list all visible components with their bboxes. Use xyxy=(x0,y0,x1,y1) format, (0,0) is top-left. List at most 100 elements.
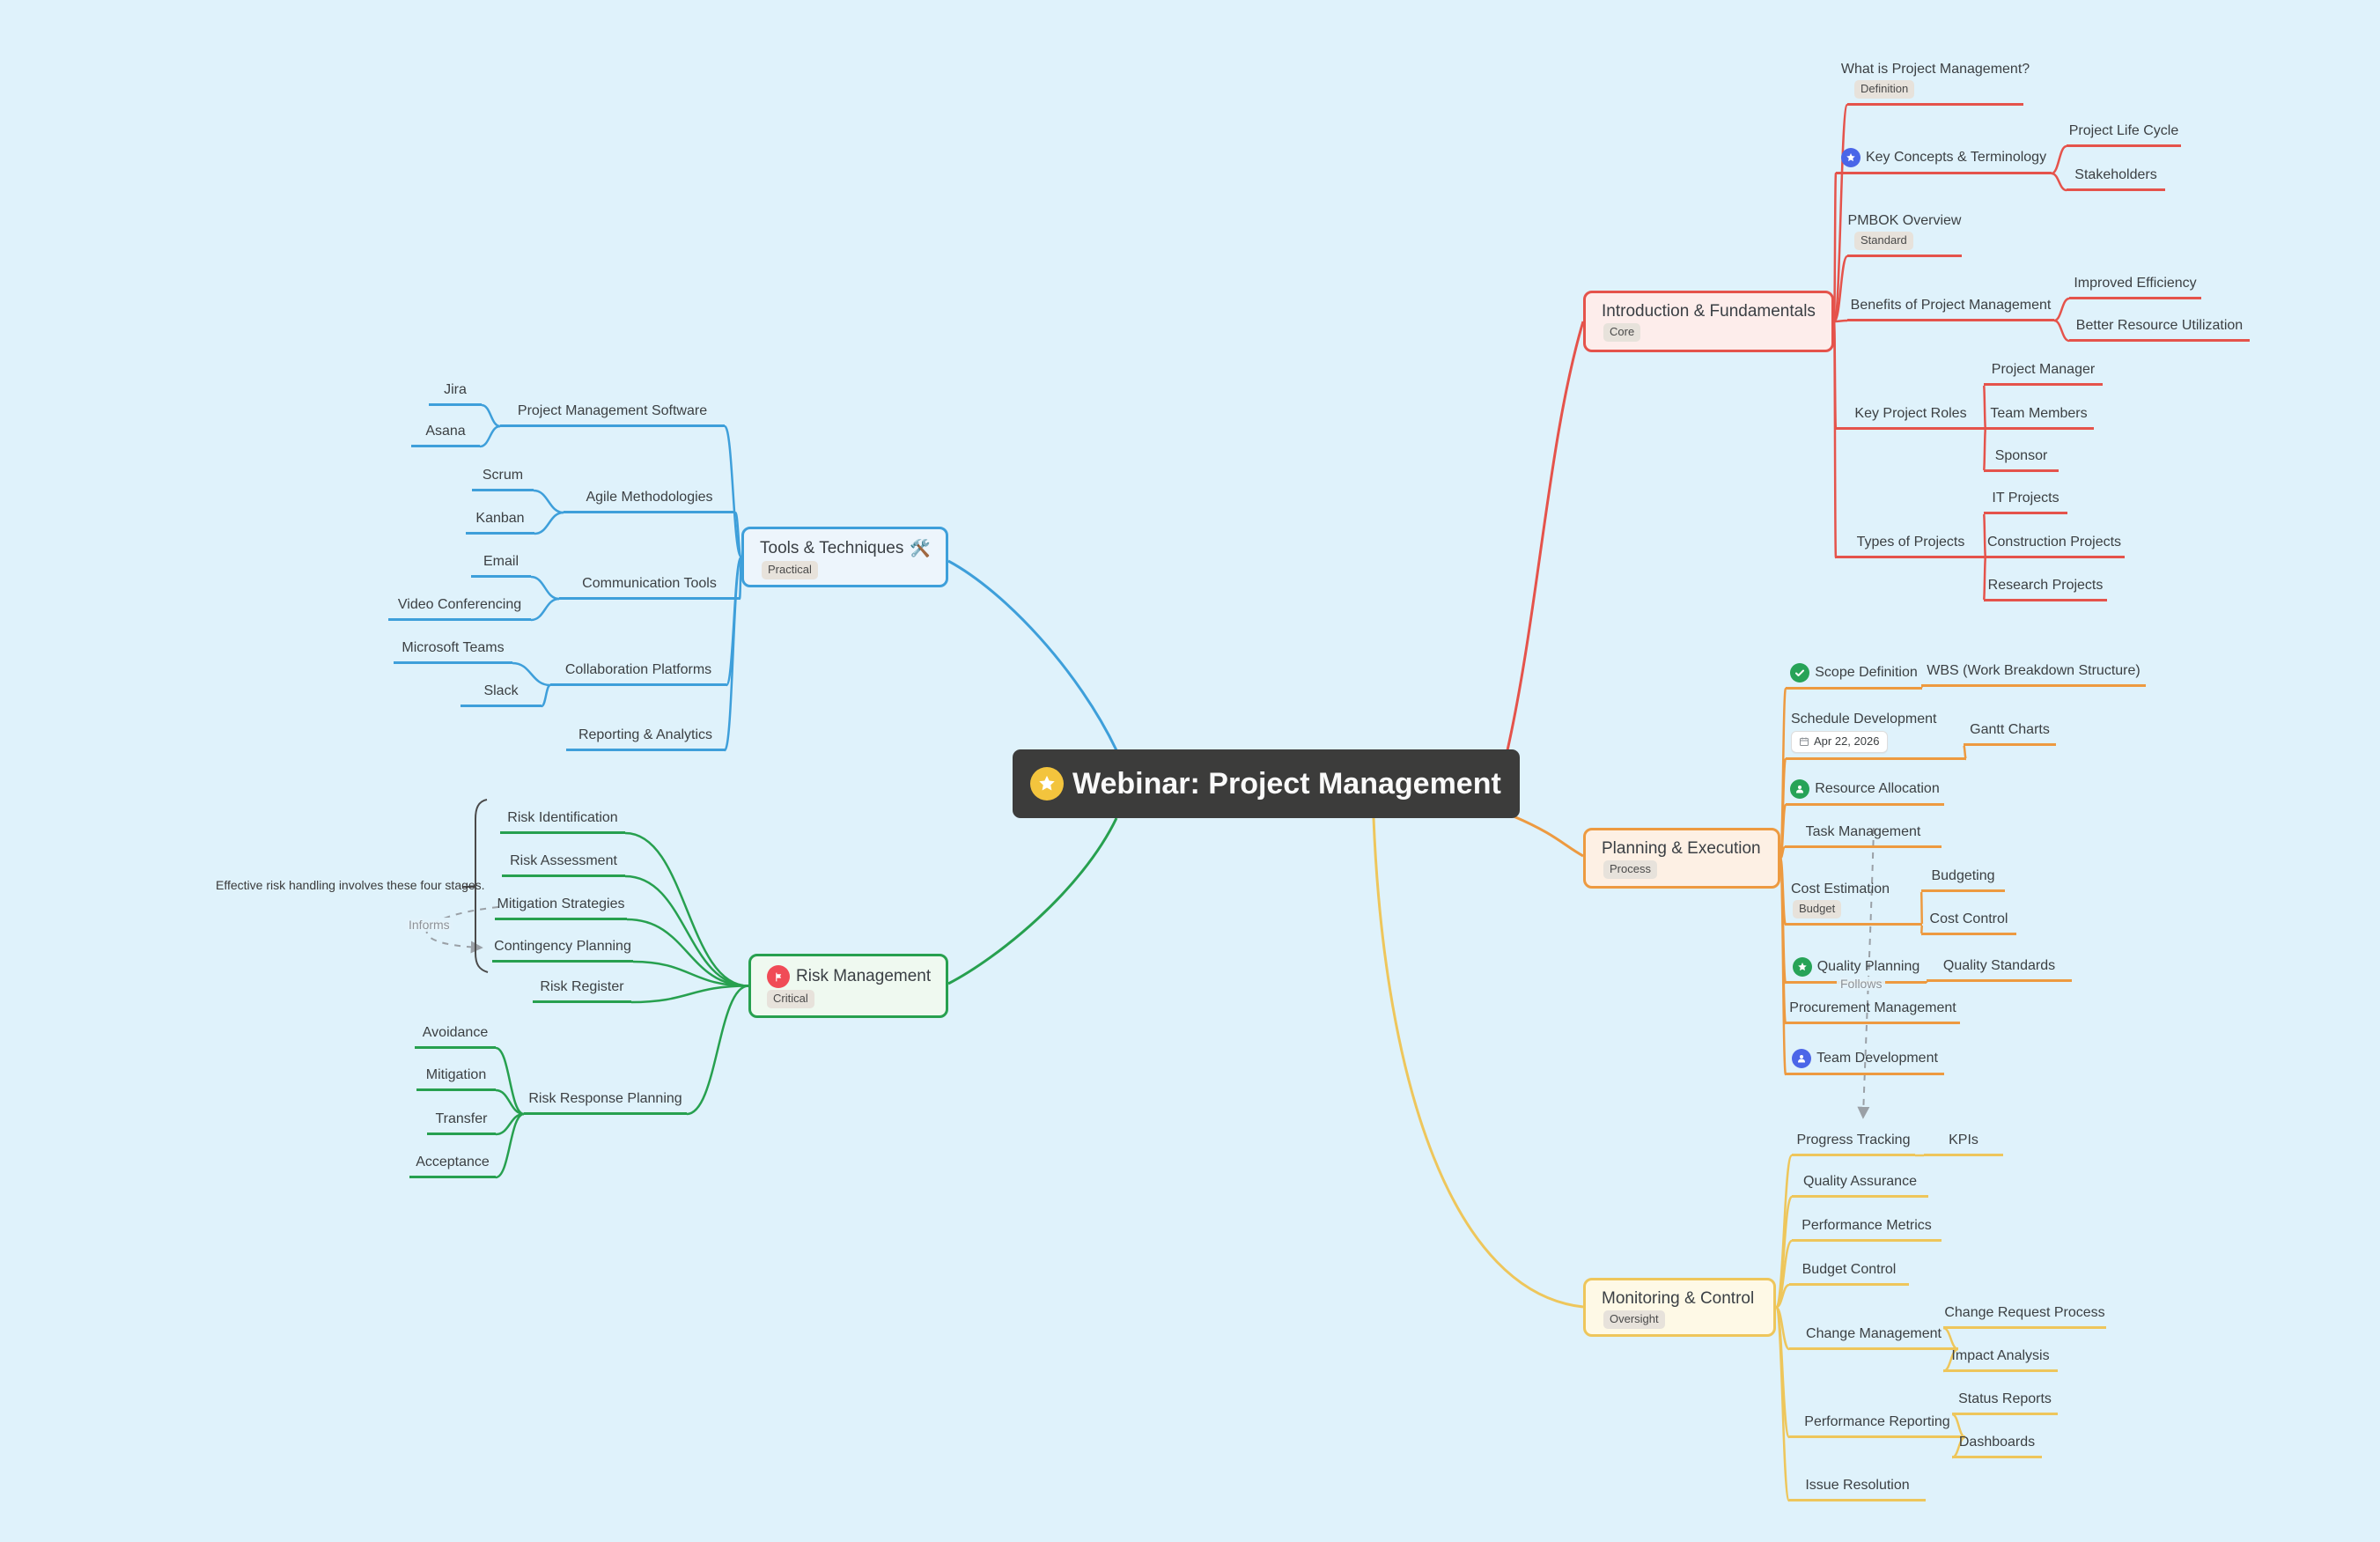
node-monitoring-control[interactable]: Monitoring & Control Oversight xyxy=(1583,1278,1776,1337)
node-risk-management[interactable]: Risk Management Critical xyxy=(748,954,948,1018)
node-contingency-planning[interactable]: Contingency Planning xyxy=(492,936,633,963)
node-change-request-process[interactable]: Change Request Process xyxy=(1943,1302,2106,1329)
node-types-of-projects[interactable]: Types of Projects xyxy=(1836,532,1986,558)
node-planning-execution[interactable]: Planning & Execution Process xyxy=(1583,828,1780,889)
node-budget-control[interactable]: Budget Control xyxy=(1789,1259,1909,1286)
node-asana[interactable]: Asana xyxy=(411,421,480,447)
node-risk-assessment[interactable]: Risk Assessment xyxy=(502,851,625,877)
node-gantt-charts[interactable]: Gantt Charts xyxy=(1964,719,2056,746)
node-risk-response-planning[interactable]: Risk Response Planning xyxy=(524,1088,687,1115)
star-badge-icon xyxy=(1840,148,1861,167)
node-avoidance[interactable]: Avoidance xyxy=(415,1022,496,1049)
node-wbs[interactable]: WBS (Work Breakdown Structure) xyxy=(1921,660,2146,687)
node-performance-metrics[interactable]: Performance Metrics xyxy=(1792,1215,1942,1242)
node-badge: Standard xyxy=(1854,232,1913,250)
node-procurement-management[interactable]: Procurement Management xyxy=(1786,998,1960,1024)
node-it-projects[interactable]: IT Projects xyxy=(1984,488,2067,514)
node-microsoft-teams[interactable]: Microsoft Teams xyxy=(394,638,512,664)
node-label: Mitigation Strategies xyxy=(497,896,625,911)
node-progress-tracking[interactable]: Progress Tracking xyxy=(1792,1130,1915,1156)
node-label: Avoidance xyxy=(422,1025,489,1040)
node-key-concepts-terminology[interactable]: Key Concepts & Terminology xyxy=(1836,146,2052,174)
node-task-management[interactable]: Task Management xyxy=(1785,822,1942,848)
node-label: Asana xyxy=(425,424,466,439)
node-communication-tools[interactable]: Communication Tools xyxy=(559,573,740,600)
node-stakeholders[interactable]: Stakeholders xyxy=(2067,165,2165,191)
node-cost-control[interactable]: Cost Control xyxy=(1921,909,2016,935)
node-mitigation[interactable]: Mitigation xyxy=(416,1065,496,1091)
flag-icon xyxy=(767,965,790,988)
node-scrum[interactable]: Scrum xyxy=(472,465,534,491)
node-label: KPIs xyxy=(1949,1133,1978,1147)
node-slack[interactable]: Slack xyxy=(461,681,542,707)
node-project-life-cycle[interactable]: Project Life Cycle xyxy=(2067,121,2181,147)
node-team-development[interactable]: Team Development xyxy=(1786,1047,1944,1075)
node-label: Construction Projects xyxy=(1986,535,2122,550)
node-research-projects[interactable]: Research Projects xyxy=(1984,575,2107,601)
node-label: Acceptance xyxy=(416,1155,490,1169)
node-project-management-software[interactable]: Project Management Software xyxy=(500,401,725,427)
node-label: Budget Control xyxy=(1802,1262,1897,1277)
node-better-resource-utilization[interactable]: Better Resource Utilization xyxy=(2069,315,2250,342)
star-icon xyxy=(1030,767,1064,801)
node-project-manager[interactable]: Project Manager xyxy=(1984,359,2103,386)
node-mitigation-strategies[interactable]: Mitigation Strategies xyxy=(495,894,627,920)
node-label: Progress Tracking xyxy=(1796,1133,1911,1147)
node-label: Scope Definition xyxy=(1815,665,1918,680)
node-video-conferencing[interactable]: Video Conferencing xyxy=(388,594,531,621)
node-email[interactable]: Email xyxy=(471,551,531,578)
node-reporting-analytics[interactable]: Reporting & Analytics xyxy=(566,725,725,751)
node-introduction-fundamentals[interactable]: Introduction & Fundamentals Core xyxy=(1583,291,1834,352)
node-transfer[interactable]: Transfer xyxy=(427,1109,496,1135)
node-kanban[interactable]: Kanban xyxy=(466,508,534,535)
node-benefits-of-project-management[interactable]: Benefits of Project Management xyxy=(1847,295,2054,321)
node-label: Cost Estimation xyxy=(1791,882,1890,896)
node-improved-efficiency[interactable]: Improved Efficiency xyxy=(2069,273,2201,299)
node-label: Project Management Software xyxy=(517,403,708,418)
risk-stages-annotation: Effective risk handling involves these f… xyxy=(216,878,485,892)
node-issue-resolution[interactable]: Issue Resolution xyxy=(1789,1475,1926,1501)
node-collaboration-platforms[interactable]: Collaboration Platforms xyxy=(550,660,726,686)
node-jira[interactable]: Jira xyxy=(429,380,482,406)
node-scope-definition[interactable]: Scope Definition xyxy=(1786,661,1922,690)
node-tools-techniques[interactable]: Tools & Techniques🛠️ Practical xyxy=(741,527,948,587)
node-badge: Definition xyxy=(1854,80,1915,99)
node-resource-allocation[interactable]: Resource Allocation xyxy=(1786,778,1944,806)
node-label: Key Project Roles xyxy=(1854,406,1967,421)
node-risk-register[interactable]: Risk Register xyxy=(533,977,631,1003)
branch-link-risk xyxy=(947,817,1118,985)
node-acceptance[interactable]: Acceptance xyxy=(409,1152,496,1178)
node-label: Collaboration Platforms xyxy=(564,662,712,677)
node-title: Planning & Execution xyxy=(1602,839,1761,858)
person-icon xyxy=(1790,779,1810,799)
node-quality-assurance[interactable]: Quality Assurance xyxy=(1792,1171,1928,1198)
node-label: Change Management xyxy=(1806,1326,1942,1341)
node-kpis[interactable]: KPIs xyxy=(1924,1130,2003,1156)
node-cost-estimation[interactable]: Cost Estimation Budget xyxy=(1786,879,1922,926)
node-label: Impact Analysis xyxy=(1951,1348,2050,1363)
node-budgeting[interactable]: Budgeting xyxy=(1921,866,2005,892)
node-agile-methodologies[interactable]: Agile Methodologies xyxy=(564,487,735,513)
node-quality-standards[interactable]: Quality Standards xyxy=(1927,955,2072,982)
node-label: Types of Projects xyxy=(1856,535,1965,550)
branch-link-intro xyxy=(1506,321,1585,751)
node-dashboards[interactable]: Dashboards xyxy=(1952,1432,2042,1458)
node-risk-identification[interactable]: Risk Identification xyxy=(500,808,625,834)
node-sponsor[interactable]: Sponsor xyxy=(1984,446,2059,472)
branch-link-planning xyxy=(1513,815,1584,858)
node-pmbok-overview[interactable]: PMBOK Overview Standard xyxy=(1847,210,1962,257)
due-date-chip[interactable]: Apr 22, 2026 xyxy=(1791,731,1889,753)
node-team-members[interactable]: Team Members xyxy=(1984,403,2094,430)
node-key-project-roles[interactable]: Key Project Roles xyxy=(1836,403,1986,430)
node-construction-projects[interactable]: Construction Projects xyxy=(1984,532,2125,558)
root-node-webinar[interactable]: Webinar: Project Management xyxy=(1013,749,1520,818)
node-label: Contingency Planning xyxy=(494,939,631,954)
node-what-is-project-management[interactable]: What is Project Management? Definition xyxy=(1841,59,2030,106)
node-schedule-development[interactable]: Schedule Development Apr 22, 2026 xyxy=(1786,709,1966,760)
node-performance-reporting[interactable]: Performance Reporting xyxy=(1789,1412,1965,1438)
node-title: Risk Management xyxy=(767,965,931,988)
node-impact-analysis[interactable]: Impact Analysis xyxy=(1943,1346,2058,1372)
node-status-reports[interactable]: Status Reports xyxy=(1952,1389,2058,1415)
node-change-management[interactable]: Change Management xyxy=(1789,1324,1958,1350)
